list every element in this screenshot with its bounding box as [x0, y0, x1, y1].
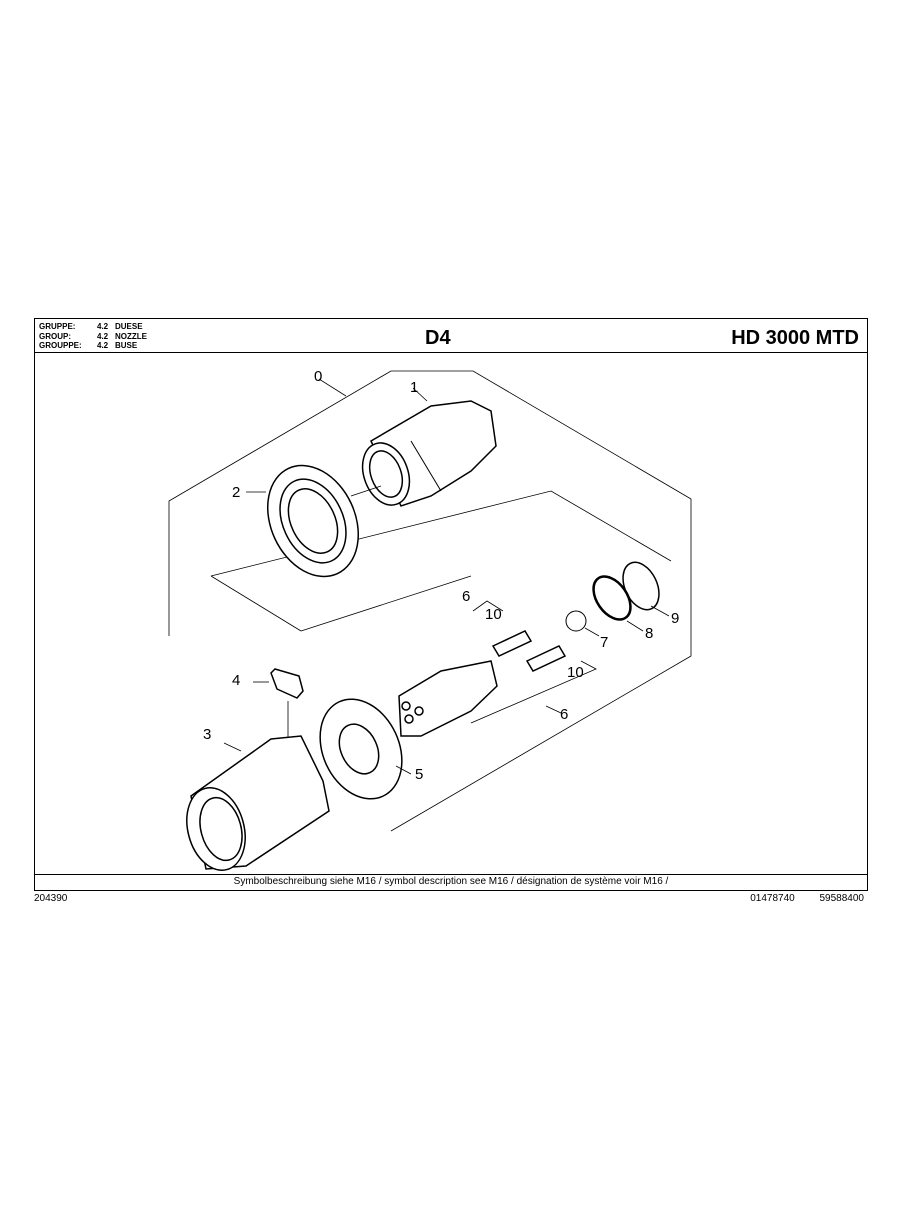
- group-number: 4.2: [97, 331, 109, 341]
- part-7-ball: [565, 610, 600, 637]
- parts-sheet-frame: GRUPPE: 4.2 DUESE GROUP: 4.2 NOZZLE GROU…: [34, 318, 868, 891]
- callout-10-bottom: 10: [567, 664, 584, 681]
- sheet-header: GRUPPE: 4.2 DUESE GROUP: 4.2 NOZZLE GROU…: [35, 319, 867, 353]
- group-number: 4.2: [97, 322, 109, 331]
- part-4-clip: [253, 668, 304, 746]
- group-name: BUSE: [115, 341, 138, 350]
- callout-9: 9: [671, 610, 680, 627]
- callout-8: 8: [645, 625, 654, 642]
- group-row-en: GROUP: 4.2 NOZZLE: [39, 332, 147, 342]
- group-label: GROUPPE:: [39, 341, 82, 350]
- reference-number-2: 59588400: [819, 893, 865, 904]
- part-10-pins: [470, 600, 597, 724]
- group-row-de: GRUPPE: 4.2 DUESE: [39, 322, 147, 332]
- part-6-insert: [398, 660, 562, 737]
- callout-3: 3: [203, 726, 212, 743]
- symbol-note: Symbolbeschreibung siehe M16 / symbol de…: [35, 874, 867, 890]
- group-label: GRUPPE:: [39, 322, 76, 331]
- callout-1: 1: [410, 379, 419, 396]
- model-name: HD 3000 MTD: [731, 327, 859, 349]
- document-number: 204390: [34, 893, 68, 904]
- group-name: NOZZLE: [115, 331, 147, 341]
- callout-10-top: 10: [485, 606, 502, 623]
- group-number: 4.2: [97, 341, 109, 350]
- group-name: DUESE: [115, 322, 143, 331]
- group-table: GRUPPE: 4.2 DUESE GROUP: 4.2 NOZZLE GROU…: [39, 322, 147, 351]
- part-9-disk: [622, 561, 670, 617]
- drawing-code: D4: [425, 327, 451, 349]
- reference-numbers: 01478740 59588400: [728, 893, 864, 904]
- callout-6-top: 6: [462, 588, 471, 605]
- callout-2: 2: [232, 484, 241, 501]
- callout-0: 0: [314, 368, 323, 385]
- group-row-fr: GROUPPE: 4.2 BUSE: [39, 341, 147, 351]
- group-label: GROUP:: [39, 331, 71, 341]
- callout-7: 7: [600, 634, 609, 651]
- callout-5: 5: [415, 766, 424, 783]
- callout-6-bottom: 6: [560, 706, 569, 723]
- part-3-cap: [186, 735, 330, 871]
- part-2-ring-nut: [246, 464, 382, 578]
- part-8-o-ring: [592, 575, 644, 632]
- reference-number-1: 01478740: [750, 893, 795, 904]
- part-1-nozzle-body: [361, 387, 497, 507]
- exploded-view-drawing: [168, 370, 692, 871]
- callout-4: 4: [232, 672, 241, 689]
- part-5-hex-nut: [319, 698, 412, 800]
